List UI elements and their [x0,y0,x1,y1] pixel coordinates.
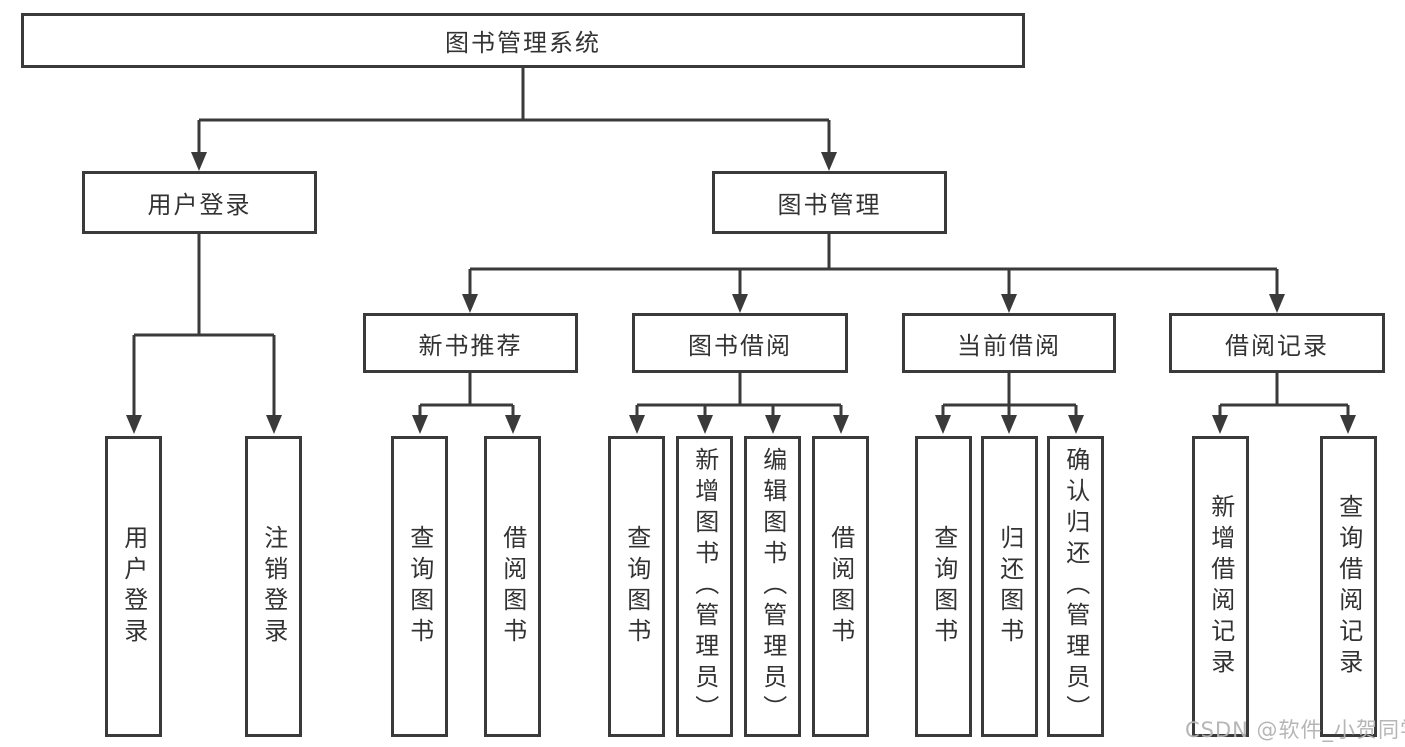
csdn-watermark: CSDN @软件_小贺同学 [1185,718,1405,742]
leaf-edit-book-admin: 编辑图书（管理员） [744,436,801,737]
node-label: 查询图书 [622,524,651,649]
leaf-query-book-3: 查询图书 [915,436,972,737]
node-book-borrow: 图书借阅 [632,313,848,373]
connector-borrow-record-children [1212,373,1356,434]
leaf-add-book-admin: 新增图书（管理员） [676,436,733,737]
node-label: 新书推荐 [418,331,523,360]
leaf-borrow-book-2: 借阅图书 [812,436,869,737]
node-label: 用户登录 [119,524,148,649]
node-label: 图书管理 [777,191,882,219]
leaf-return-book: 归还图书 [981,436,1038,737]
node-label: 新增借阅记录 [1206,493,1235,680]
leaf-query-book-1: 查询图书 [391,436,448,737]
node-label: 借阅图书 [498,524,527,649]
connector-root-to-level2 [191,68,837,171]
node-current-borrow: 当前借阅 [902,313,1116,373]
node-book-management: 图书管理 [712,171,947,234]
node-label: 查询图书 [929,524,958,649]
node-label: 借阅图书 [826,524,855,649]
node-label: 注销登录 [259,524,288,649]
connector-book-borrow-children [629,373,849,434]
node-label: 当前借阅 [957,331,1061,360]
node-label: 借阅记录 [1225,331,1329,360]
connector-current-borrow-children [935,373,1084,434]
leaf-borrow-book-1: 借阅图书 [484,436,541,737]
node-label: 图书借阅 [688,331,792,360]
connector-book-mgmt-to-level3 [462,234,1285,313]
leaf-query-borrow-record: 查询借阅记录 [1320,436,1377,737]
connector-new-book-children [412,373,521,434]
leaf-query-book-2: 查询图书 [608,436,665,737]
leaf-user-login: 用户登录 [105,436,162,737]
leaf-confirm-return-admin: 确认归还（管理员） [1047,436,1104,737]
node-label: 图书管理系统 [445,29,601,57]
node-label: 编辑图书（管理员） [758,447,787,726]
node-label: 查询图书 [405,524,434,649]
leaf-logout: 注销登录 [245,436,302,737]
node-user-login: 用户登录 [82,171,317,234]
node-label: 用户登录 [147,191,252,219]
connector-user-login-children [126,234,282,434]
node-label: 确认归还（管理员） [1061,447,1090,726]
node-label: 查询借阅记录 [1334,493,1363,680]
node-label: 新增图书（管理员） [690,447,719,726]
node-label: 归还图书 [995,524,1024,649]
node-borrow-record: 借阅记录 [1169,313,1385,373]
leaf-add-borrow-record: 新增借阅记录 [1192,436,1249,737]
node-root-system: 图书管理系统 [21,13,1025,68]
node-new-book-recommend: 新书推荐 [363,313,578,373]
